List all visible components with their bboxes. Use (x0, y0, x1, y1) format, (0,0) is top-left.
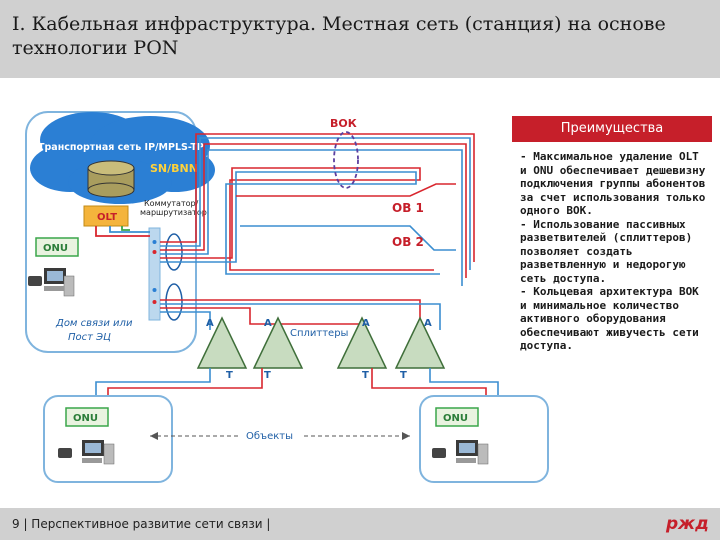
onu-left-box (65, 407, 109, 427)
lower-fiber-red-2 (160, 307, 360, 325)
rzd-logo: ржд (665, 514, 708, 534)
onu-right-label: ONU (443, 413, 468, 424)
onu-left-label: ONU (73, 413, 98, 424)
ring-fiber-blue-2 (160, 149, 463, 286)
splitter-1 (196, 316, 248, 369)
computer-icon (432, 440, 489, 465)
ring-fiber-red-1 (160, 133, 475, 262)
router-icon (87, 160, 135, 198)
splitter-1-a: A (206, 318, 214, 329)
onu-station-label: ONU (43, 243, 68, 254)
advantage-item: - Максимальное удаление OLT и ONU обеспе… (520, 150, 706, 217)
splitter-3 (336, 316, 388, 369)
advantage-item: - Использование пассивных разветвителей … (520, 217, 693, 285)
footer-bar: 9 | Перспективное развитие сети связи | (0, 508, 720, 540)
olt-box (83, 205, 129, 227)
ob2-label: ОВ 2 (392, 235, 424, 249)
olt-fiber-blue (109, 226, 150, 233)
vok-label: ВОК (330, 117, 357, 130)
olt-fiber-green (121, 226, 130, 231)
out-fiber-blue-left (95, 368, 211, 406)
rzd-logo-text: ржд (665, 514, 708, 534)
ob2-fiber (240, 225, 456, 251)
vok-marker (333, 131, 359, 189)
ob1-fiber (236, 183, 456, 197)
objects-label: Объекты (246, 431, 293, 442)
title-bar: I. Кабельная инфраструктура. Местная сет… (0, 0, 720, 78)
splitter-4-a: A (424, 318, 432, 329)
inner-fiber-blue-a (160, 171, 440, 275)
out-fiber-blue-right (429, 368, 499, 406)
splitter-2-a: A (264, 318, 272, 329)
patch-panel (148, 227, 161, 321)
computer-icon (58, 440, 115, 465)
cable-loop-top (165, 233, 183, 271)
lower-fiber-blue (160, 303, 441, 330)
station-label-1: Дом связи или (55, 318, 133, 329)
advantage-item: - Кольцевая архитектура ВОК и минимально… (520, 285, 699, 352)
station-label-2: Пост ЭЦ (68, 332, 111, 343)
transport-network-label: Транспортная сеть IP/MPLS-TP (38, 142, 204, 153)
ring-fiber-blue-1 (160, 137, 471, 270)
splitters-label: Сплиттеры (290, 328, 348, 339)
splitter-4 (394, 316, 446, 369)
lower-fiber-red (160, 299, 421, 318)
ring-fiber-red-2 (160, 143, 467, 278)
lower-fiber-blue-2 (160, 311, 211, 330)
splitter-2 (252, 316, 304, 369)
cable-loop-bottom (165, 283, 183, 321)
switch-label-2: маршрутизатор (140, 208, 207, 217)
phone-icon (28, 276, 42, 286)
olt-fiber-red (95, 226, 150, 237)
splitter-3-t: T (362, 370, 369, 381)
footer-text: 9 | Перспективное развитие сети связи | (12, 517, 271, 531)
splitter-1-t: T (226, 370, 233, 381)
snbnn-label: SN/BNN (150, 162, 198, 175)
splitter-3-a: A (362, 318, 370, 329)
onu-station-box (35, 237, 79, 257)
advantages-header: Преимущества (512, 116, 712, 142)
olt-label: OLT (97, 212, 117, 223)
splitter-2-t: T (264, 370, 271, 381)
inner-fiber-red-a (160, 167, 434, 271)
splitter-4-t: T (400, 370, 407, 381)
slide-title: I. Кабельная инфраструктура. Местная сет… (12, 13, 666, 59)
onu-right-box (435, 407, 479, 427)
advantages-list: - Максимальное удаление OLT и ONU обеспе… (520, 150, 710, 353)
ob1-label: ОВ 1 (392, 201, 424, 215)
switch-label-1: Коммутатор/ (144, 199, 199, 208)
computer-icon (44, 268, 75, 297)
